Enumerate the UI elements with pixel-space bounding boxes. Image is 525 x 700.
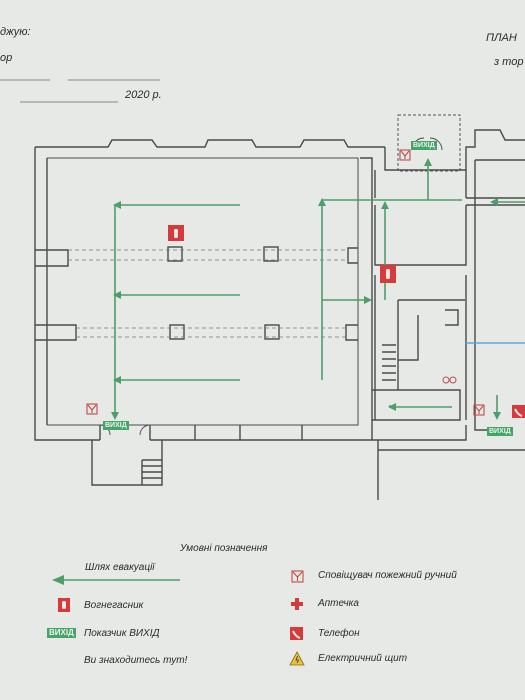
- legend-first-aid-icon: [291, 598, 303, 610]
- phone-icon: [512, 405, 525, 418]
- legend-label-fire-alarm: Сповіщувач пожежний ручний: [318, 570, 457, 581]
- legend-label-exit-sign: Показчик ВИХІД: [84, 628, 160, 639]
- legend-label-you-are-here: Ви знаходитесь тут!: [84, 655, 188, 666]
- legend-label-first-aid: Аптечка: [318, 598, 359, 609]
- manual-fire-alarm-icon: [473, 404, 485, 416]
- legend-label-extinguisher: Вогнегасник: [84, 600, 144, 611]
- plan-title: ПЛАН: [486, 32, 517, 44]
- legend-label-phone: Телефон: [318, 628, 360, 639]
- top-exit-vestibule: [397, 114, 461, 172]
- legend-manual-fire-alarm-icon: [291, 570, 304, 583]
- signature-lines: [0, 79, 160, 103]
- structural-axes: [68, 249, 348, 338]
- legend-label-electrical: Електричний щит: [318, 653, 408, 664]
- exit-sign-top: ВИХІД: [411, 141, 437, 150]
- legend-evacuation-arrow-icon: [52, 575, 180, 585]
- plan-subtitle: з тор: [494, 56, 524, 68]
- legend-label-evacuation: Шлях евакуації: [85, 562, 155, 573]
- legend-title: Умовні позначення: [180, 543, 268, 554]
- exit-sign-bottom-right: ВИХІД: [487, 427, 513, 436]
- legend-phone-icon: [290, 627, 303, 640]
- exit-sign-bottom-left: ВИХІД: [103, 421, 129, 430]
- restroom-fixture: [442, 376, 457, 384]
- approve-label: джую:: [0, 26, 31, 38]
- evacuation-paths: [111, 158, 525, 420]
- manual-fire-alarm-icon: [86, 403, 98, 415]
- manual-fire-alarm-icon: [399, 149, 411, 161]
- legend-fire-extinguisher-icon: [58, 598, 70, 612]
- director-label: ор: [0, 52, 13, 64]
- legend-exit-sign-icon: ВИХІД: [47, 628, 76, 638]
- year-label: 2020 р.: [125, 89, 162, 101]
- legend-electrical-panel-icon: [289, 651, 305, 666]
- fire-extinguisher-icon: [168, 225, 184, 241]
- building-walls: [34, 129, 525, 500]
- fire-extinguisher-icon: [380, 265, 396, 283]
